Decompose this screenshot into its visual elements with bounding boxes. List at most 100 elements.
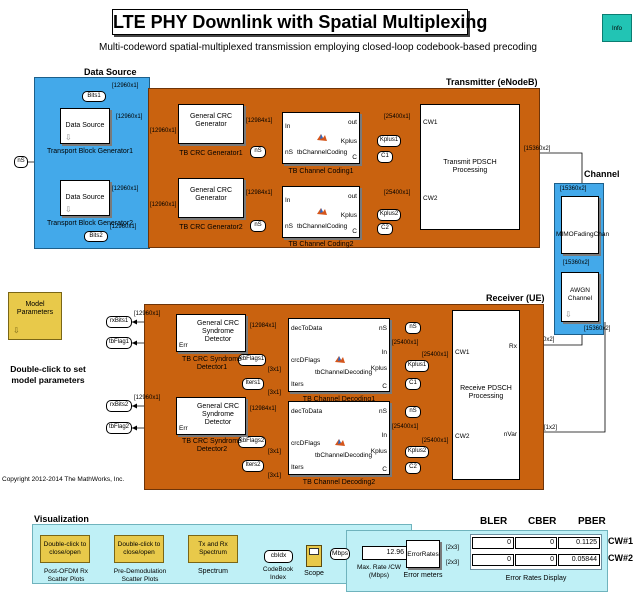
mbps-from-tag-label: Mbps <box>332 550 348 557</box>
tbflag2-goto[interactable]: tbFlag2 <box>106 422 132 434</box>
signal-dim: [15360x2] <box>584 326 611 332</box>
pre-demod-scatter-block[interactable]: Double-click to close/open <box>114 535 164 563</box>
port-ns: nS <box>285 223 293 230</box>
cbidx-from-tag[interactable]: cbIdx <box>264 550 293 563</box>
tbflag1-goto[interactable]: tbFlag1 <box>106 337 132 349</box>
iters1-goto[interactable]: Iters1 <box>242 378 264 390</box>
arrow-down-icon: ⇩ <box>65 205 72 214</box>
rx-kplus1-from-tag[interactable]: Kplus1 <box>405 360 429 372</box>
channel-decoding-block-2[interactable]: decToData crcDFlags Iters nS In Kplus C … <box>288 401 390 475</box>
signal-dim: [25400x1] <box>392 424 419 430</box>
port-rx: Rx <box>509 343 517 350</box>
bits1-goto[interactable]: Bits1 <box>82 91 106 102</box>
cell-value: 0.1125 <box>576 539 597 546</box>
signal-dim: [12984x1] <box>246 190 273 196</box>
error-rates-block[interactable]: ErrorRates <box>406 540 440 568</box>
ns-from-tag-1[interactable]: nS <box>250 146 266 158</box>
crc-syndrome-caption-2: TB CRC Syndrome Detector2 <box>182 438 242 453</box>
rxbits2-goto[interactable]: rxBits2 <box>106 400 132 412</box>
data-source-block-2[interactable]: Data Source ⇩ <box>60 180 110 216</box>
channel-decoding-block-1[interactable]: decToData crcDFlags Iters nS In Kplus C … <box>288 318 390 392</box>
channel-coding-block-2[interactable]: In nS out Kplus C tbChannelCoding <box>282 186 360 238</box>
kplus1-from-tag-label: Kplus1 <box>407 362 427 368</box>
mimo-fading-block[interactable]: MIMOFadingChan <box>556 196 609 254</box>
info-button[interactable]: Info <box>602 14 632 42</box>
channel-coding-caption-2: TB Channel Coding2 <box>288 241 354 248</box>
mimo-fading-label: MIMOFadingChan <box>556 231 610 238</box>
ns-from-tag-label: nS <box>254 222 262 228</box>
matlab-function-icon <box>317 208 327 215</box>
kplus2-goto[interactable]: Kplus2 <box>377 209 401 221</box>
scope-block[interactable] <box>306 545 322 567</box>
rx-ns-from-tag-1[interactable]: nS <box>405 322 421 334</box>
rx-c1-from-tag[interactable]: C1 <box>405 378 421 390</box>
iters2-goto[interactable]: Iters2 <box>242 460 264 472</box>
c2-goto-label: C2 <box>381 225 389 231</box>
data-source-area <box>34 77 150 249</box>
rxbits2-goto-label: rxBits2 <box>109 402 129 408</box>
data-source-block-1-label: Data Source <box>65 122 105 129</box>
port-c: C <box>352 228 357 235</box>
crc-syndrome-block-2[interactable]: General CRC Syndrome Detector Err <box>176 397 246 435</box>
receive-pdsch-label: Receive PDSCH Processing <box>460 385 512 400</box>
signal-dim: [12960x1] <box>134 311 161 317</box>
post-ofdm-scatter-block[interactable]: Double-click to close/open <box>40 535 90 563</box>
data-source-block-1[interactable]: Data Source ⇩ <box>60 108 110 144</box>
c1-goto[interactable]: C1 <box>377 151 393 163</box>
transmit-pdsch-block[interactable]: Transmit PDSCH Processing CW1 CW2 <box>420 104 520 230</box>
cbflags2-goto[interactable]: cbFlags2 <box>238 436 266 448</box>
bits2-goto-label: Bits2 <box>89 233 103 239</box>
rx-c2-from-tag[interactable]: C2 <box>405 462 421 474</box>
receive-pdsch-block[interactable]: Receive PDSCH Processing Rx nVar CW1 CW2 <box>452 310 520 480</box>
signal-dim: [15360x2] <box>524 146 551 152</box>
rx-kplus2-from-tag[interactable]: Kplus2 <box>405 446 429 458</box>
mbps-from-tag[interactable]: Mbps <box>330 548 350 560</box>
bits2-goto[interactable]: Bits2 <box>84 231 108 242</box>
signal-dim: [3x1] <box>268 473 282 479</box>
cw2-cber-cell: 0 <box>515 554 557 566</box>
rate-display: 12.96 <box>362 546 408 560</box>
kplus1-goto[interactable]: Kplus1 <box>377 135 401 147</box>
info-button-label: Info <box>611 26 622 32</box>
port-err: Err <box>179 425 188 432</box>
rx-ns-from-tag-2[interactable]: nS <box>405 406 421 418</box>
port-in: In <box>285 123 291 130</box>
crc-syndrome-block-1[interactable]: General CRC Syndrome Detector Err <box>176 314 246 352</box>
cbflags1-goto[interactable]: cbFlags1 <box>238 354 266 366</box>
cw1-pber-cell: 0.1125 <box>558 537 600 549</box>
kplus2-from-tag-label: Kplus2 <box>407 448 427 454</box>
port-kplus: Kplus <box>370 448 387 455</box>
scope-caption: Scope <box>304 570 324 577</box>
signal-dim: [3x1] <box>268 449 282 455</box>
header-cber: CBER <box>528 516 557 527</box>
transmitter-area-label: Transmitter (eNodeB) <box>446 77 538 87</box>
function-name: tbChannelDecoding <box>315 369 373 376</box>
cw1-cber-cell: 0 <box>515 537 557 549</box>
error-meters-caption: Error meters <box>403 572 443 579</box>
row-label-cw2: CW#2 <box>608 553 634 563</box>
signal-dim: [3x1] <box>268 367 282 373</box>
ns-from-tag-2[interactable]: nS <box>250 220 266 232</box>
crc-generator-block-1[interactable]: General CRC Generator <box>178 104 244 144</box>
port-cw2: CW2 <box>455 433 470 440</box>
awgn-block[interactable]: AWGN Channel ⇩ <box>561 272 599 322</box>
spectrum-caption: Spectrum <box>198 568 228 575</box>
ns-inport[interactable]: nS <box>14 156 28 168</box>
spectrum-block[interactable]: Tx and Rx Spectrum <box>188 535 238 563</box>
channel-coding-block-1[interactable]: In nS out Kplus C tbChannelCoding <box>282 112 360 164</box>
channel-decoding-caption-1: TB Channel Decoding1 <box>302 396 376 403</box>
c2-goto[interactable]: C2 <box>377 223 393 235</box>
signal-dim: [25400x1] <box>384 114 411 120</box>
cw2-bler-cell: 0 <box>472 554 514 566</box>
rxbits1-goto[interactable]: rxBits1 <box>106 316 132 328</box>
page-title: LTE PHY Downlink with Spatial Multiplexi… <box>113 12 488 32</box>
signal-dim: [2x3] <box>446 545 460 551</box>
crc-syndrome-block-1-label: General CRC Syndrome Detector <box>196 320 239 343</box>
model-parameters-label: Model Parameters <box>16 301 54 316</box>
data-source-area-label: Data Source <box>84 67 137 77</box>
model-parameters-block[interactable]: Model Parameters ⇩ <box>8 292 62 340</box>
header-pber: PBER <box>578 516 606 527</box>
crc-generator-block-2[interactable]: General CRC Generator <box>178 178 244 218</box>
signal-dim: [12984x1] <box>246 118 273 124</box>
port-in: In <box>381 349 387 356</box>
